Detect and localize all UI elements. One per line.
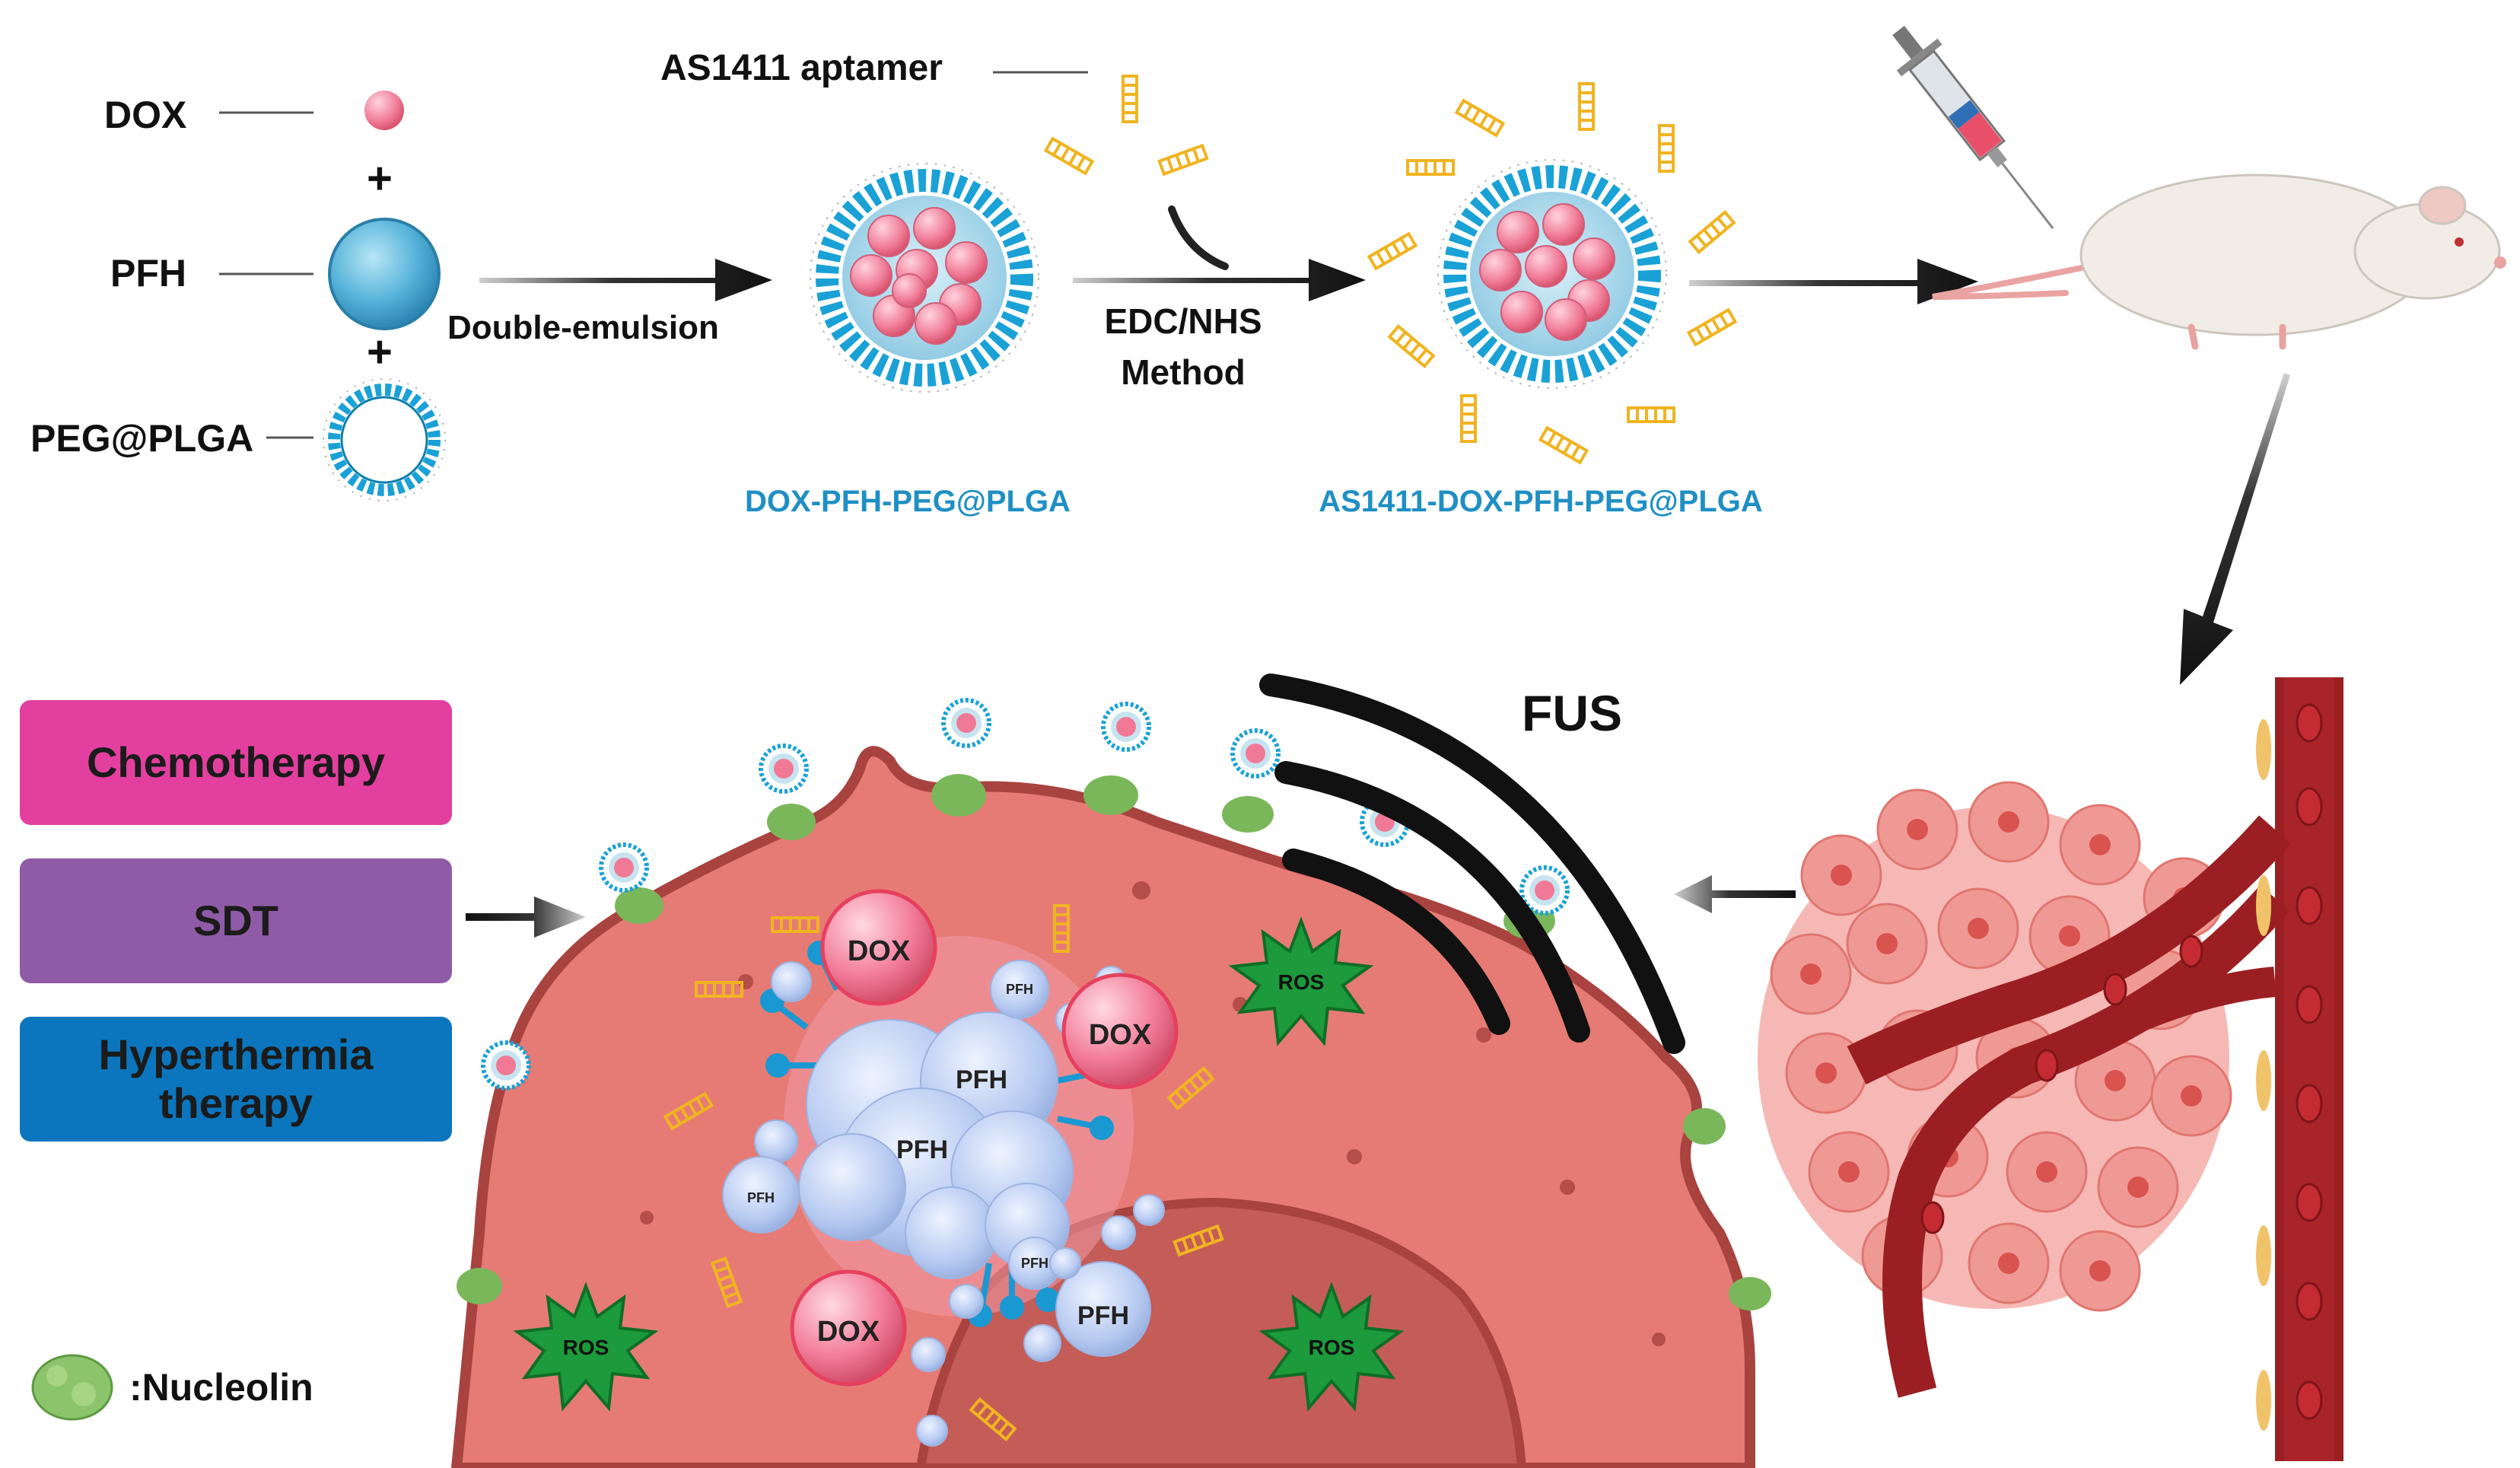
sdt-label: SDT [193, 896, 278, 944]
method-label: Method [1121, 352, 1246, 392]
as1411-nanoparticle [1367, 82, 1737, 464]
plus-sign-2: + [367, 327, 393, 377]
to-injection-arrow [1689, 259, 1978, 304]
chemotherapy-box: Chemotherapy [20, 700, 452, 825]
to-tumor-arrow [2180, 373, 2290, 685]
pfh-bubble-label-3: PFH [1077, 1301, 1129, 1330]
sdt-box: SDT [20, 858, 452, 983]
double-emulsion-label: Double-emulsion [447, 309, 719, 346]
dox-label: DOX [104, 94, 186, 136]
dox-pfh-plga-nanoparticle [810, 163, 1039, 393]
pfh-bubble-label-small-2: PFH [1006, 982, 1033, 997]
mouse [1932, 174, 2506, 350]
cell-to-therapy-arrow [466, 896, 586, 938]
plus-sign-1: + [367, 154, 393, 203]
hyperthermia-box: Hyperthermia therapy [20, 1017, 452, 1142]
pfh-bubble-label-small-1: PFH [747, 1190, 775, 1205]
dox-pfh-plga-name: DOX-PFH-PEG@PLGA [745, 485, 1071, 518]
aptamer-strands [1044, 75, 1209, 176]
hyperthermia-label: Hyperthermia [98, 1030, 374, 1078]
dox-bubble-label-1: DOX [848, 935, 911, 967]
chemotherapy-label: Chemotherapy [86, 737, 386, 786]
therapy-label: therapy [158, 1079, 313, 1127]
pfh-droplet [328, 218, 441, 330]
tumor-tissue [1758, 781, 2232, 1312]
fus-label: FUS [1522, 685, 1622, 741]
dox-molecule [364, 91, 404, 130]
ros-label-2: ROS [563, 1336, 609, 1359]
edc-nhs-connector [1168, 205, 1229, 270]
tumor-cell: DOX DOX DOX PFH PFH PFH PFH PFH PFH ROS … [450, 673, 1771, 1468]
as1411-name: AS1411-DOX-PFH-PEG@PLGA [1319, 485, 1763, 518]
ros-label-3: ROS [1309, 1336, 1355, 1359]
inputs-group [219, 91, 446, 502]
pfh-label: PFH [110, 252, 186, 295]
dox-bubble-label-3: DOX [817, 1316, 880, 1348]
dox-bubble-label-2: DOX [1089, 1019, 1152, 1051]
peg-plga-label: PEG@PLGA [30, 417, 253, 460]
syringe [1892, 25, 2054, 229]
aptamer-label: AS1411 aptamer [660, 48, 943, 88]
edc-nhs-arrow [1073, 259, 1366, 301]
ros-label-1: ROS [1278, 970, 1325, 994]
nucleolin-legend: :Nucleolin [31, 1354, 313, 1421]
peg-plga-shell [323, 378, 446, 502]
double-emulsion-arrow [479, 259, 772, 301]
tumor-to-cell-arrow [1674, 875, 1796, 913]
pfh-bubble-label-2: PFH [956, 1065, 1007, 1094]
edc-nhs-label: EDC/NHS [1104, 301, 1262, 341]
pfh-bubble-label-small-3: PFH [1021, 1256, 1048, 1271]
pfh-bubble-label-main: PFH [896, 1135, 948, 1164]
blood-vessels [1847, 677, 2343, 1461]
nucleolin-label: :Nucleolin [129, 1366, 313, 1409]
